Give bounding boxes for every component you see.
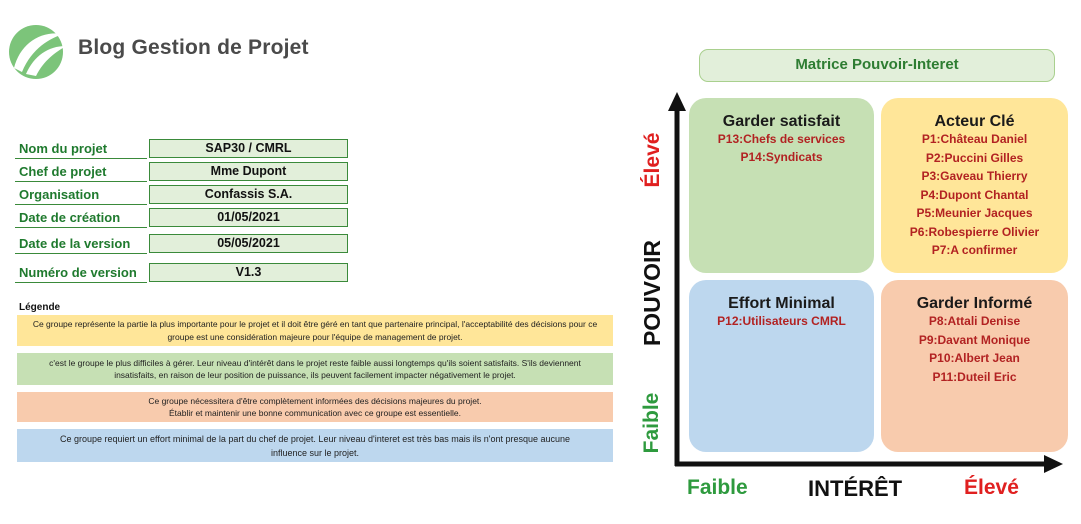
quadrant-title: Garder satisfait: [722, 113, 841, 130]
legend-title: Légende: [19, 302, 61, 313]
legend-line: Ce groupe nécessitera d'être complètemen…: [148, 395, 482, 406]
brand-name: Blog Gestion de Projet: [78, 36, 309, 59]
quadrant-title: Effort Minimal: [728, 295, 835, 312]
info-row-version-date: Date de la version 05/05/2021: [15, 234, 350, 255]
stakeholder-item: P2:Puccini Gilles: [925, 150, 1024, 165]
info-value: Mme Dupont: [149, 162, 348, 181]
leaf-logo-icon: [9, 25, 66, 79]
stakeholder-list: P13:Chefs de services P14:Syndicats: [689, 130, 874, 166]
stakeholder-item: P14:Syndicats: [740, 150, 823, 164]
matrix-title: Matrice Pouvoir-Interet: [699, 49, 1055, 82]
info-row-project-manager: Chef de projet Mme Dupont: [15, 162, 350, 183]
stakeholder-item: P3:Gaveau Thierry: [921, 169, 1028, 183]
stakeholder-list: P8:Attali Denise P9:Davant Monique P10:A…: [881, 312, 1068, 386]
info-label: Nom du projet: [15, 139, 147, 159]
stakeholder-item: P11:Duteil Eric: [932, 369, 1017, 384]
stakeholder-item: P12:Utilisateurs CMRL: [717, 314, 846, 328]
stakeholder-item: P6:Robespierre Olivier: [909, 224, 1040, 239]
legend-line: c'est le groupe le plus difficiles à gér…: [49, 357, 581, 368]
info-label: Date de la version: [15, 234, 147, 254]
info-value: 01/05/2021: [149, 208, 348, 227]
info-label: Organisation: [15, 185, 147, 205]
y-axis-arrow-icon: [668, 92, 686, 111]
info-label: Numéro de version: [15, 263, 147, 283]
stakeholder-item: P5:Meunier Jacques: [916, 206, 1033, 220]
stakeholder-item: P7:A confirmer: [931, 243, 1018, 257]
info-value: 05/05/2021: [149, 234, 348, 253]
y-axis-label: POUVOIR: [639, 239, 665, 347]
stakeholder-item: P8:Attali Denise: [928, 314, 1021, 328]
quadrant-title: Garder Informé: [916, 295, 1033, 312]
info-value: Confassis S.A.: [149, 185, 348, 204]
info-row-creation-date: Date de création 01/05/2021: [15, 208, 350, 229]
info-value: V1.3: [149, 263, 348, 282]
x-axis-low-label: Faible: [687, 476, 748, 499]
quadrant-title: Acteur Clé: [934, 113, 1015, 130]
x-axis-label: INTÉRÊT: [808, 476, 903, 501]
y-axis-low-label: Faible: [640, 392, 663, 454]
quadrant-keep-satisfied: Garder satisfait P13:Chefs de services P…: [689, 98, 874, 273]
quadrant-minimal-effort: Effort Minimal P12:Utilisateurs CMRL: [689, 280, 874, 452]
stakeholder-list: P12:Utilisateurs CMRL: [689, 312, 874, 331]
legend-keep-informed: Ce groupe nécessitera d'être complètemen…: [17, 392, 613, 422]
info-label: Date de création: [15, 208, 147, 228]
info-row-project-name: Nom du projet SAP30 / CMRL: [15, 139, 350, 160]
stakeholder-item: P4:Dupont Chantal: [920, 187, 1029, 202]
stakeholder-item: P13:Chefs de services: [717, 132, 846, 146]
stakeholder-list: P1:Château Daniel P2:Puccini Gilles P3:G…: [881, 130, 1068, 260]
x-axis-high-label: Élevé: [964, 476, 1019, 499]
legend-line: influence sur le projet.: [270, 447, 360, 458]
legend-line: Ce groupe représente la partie la plus i…: [32, 319, 598, 329]
stakeholder-item: P1:Château Daniel: [921, 132, 1028, 146]
quadrant-key-player: Acteur Clé P1:Château Daniel P2:Puccini …: [881, 98, 1068, 273]
info-label: Chef de projet: [15, 162, 147, 182]
legend-minimal-effort: Ce groupe requiert un effort minimal de …: [17, 429, 613, 462]
info-row-organisation: Organisation Confassis S.A.: [15, 185, 350, 206]
legend-key-player: Ce groupe représente la partie la plus i…: [17, 315, 613, 346]
legend-line: Ce groupe requiert un effort minimal de …: [59, 433, 571, 444]
stakeholder-item: P10:Albert Jean: [929, 351, 1020, 365]
legend-line: insatisfaits, en raison de leur position…: [114, 370, 516, 380]
quadrant-keep-informed: Garder Informé P8:Attali Denise P9:Davan…: [881, 280, 1068, 452]
y-axis-high-label: Élevé: [641, 132, 664, 188]
legend-line: groupe est une considération majeure pou…: [167, 331, 463, 342]
stakeholder-item: P9:Davant Monique: [918, 332, 1031, 347]
info-value: SAP30 / CMRL: [149, 139, 348, 158]
x-axis-arrow-icon: [1044, 455, 1063, 473]
info-row-version-number: Numéro de version V1.3: [15, 263, 350, 284]
legend-line: Établir et maintenir une bonne communica…: [168, 408, 461, 418]
legend-keep-satisfied: c'est le groupe le plus difficiles à gér…: [17, 353, 613, 385]
